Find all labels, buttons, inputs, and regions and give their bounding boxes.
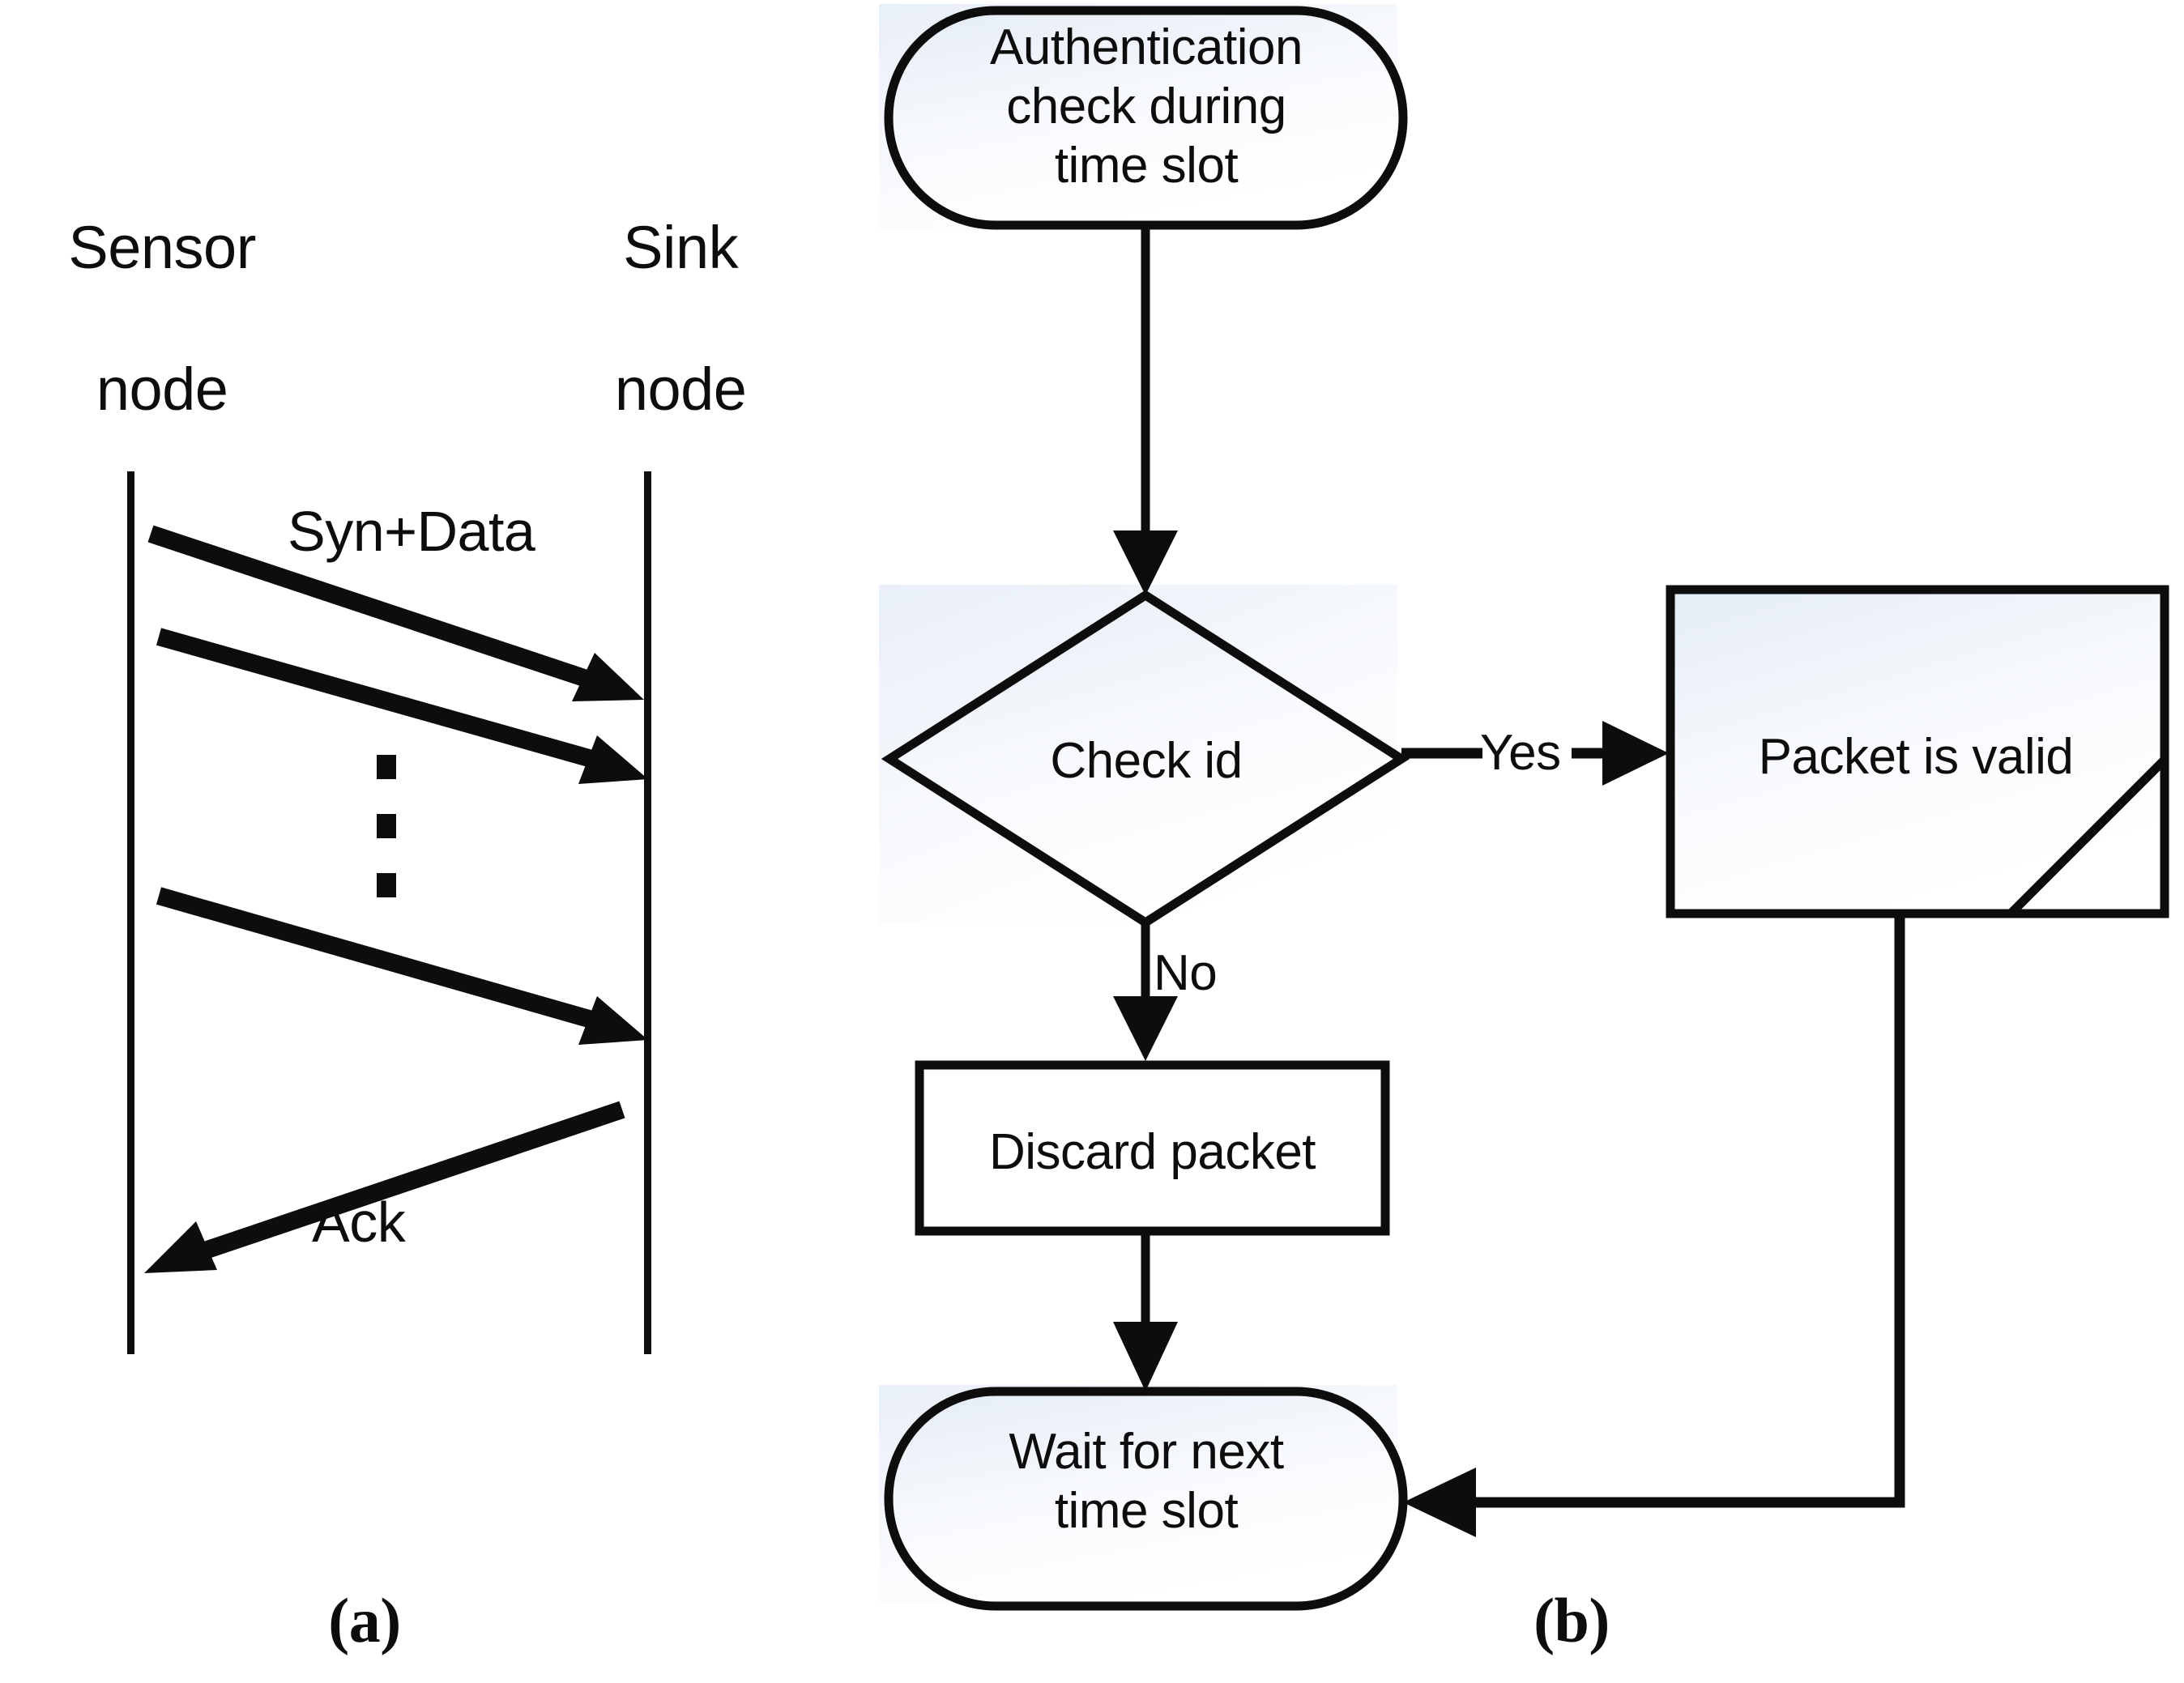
flow-node-start-label: Authentication check during time slot — [990, 19, 1303, 194]
flow-edge-decision-to-discard — [1113, 922, 1178, 1061]
flow-node-discard-label: Discard packet — [988, 1124, 1316, 1180]
panel-b-caption: (b) — [1533, 1585, 1610, 1655]
actor-label-sensor: Sensor node — [0, 142, 259, 496]
continuation-dot-2 — [377, 814, 396, 838]
actor-sink-line2: node — [614, 355, 747, 423]
flow-node-decision-label: Check id — [1050, 733, 1243, 789]
flow-node-packet-valid-label: Packet is valid — [1758, 729, 2074, 785]
flow-edge-discard-to-wait — [1113, 1231, 1178, 1391]
panel-a-caption: (a) — [328, 1585, 401, 1655]
message-label-syn-data: Syn+Data — [288, 500, 535, 563]
flow-edge-valid-to-wait — [1403, 914, 1905, 1537]
actor-sensor-line1: Sensor — [68, 214, 256, 282]
lifeline-sink — [644, 471, 651, 1354]
flow-node-wait[interactable] — [884, 1387, 1408, 1611]
message-arrow-syn-data-n — [156, 887, 648, 1045]
message-arrow-syn-data-2 — [156, 628, 648, 784]
continuation-dot-1 — [377, 755, 396, 779]
flow-node-packet-valid-cut — [1666, 585, 2169, 918]
actor-label-sink: Sink node — [527, 142, 770, 496]
flow-node-discard[interactable] — [915, 1060, 1390, 1236]
lifeline-sensor — [127, 471, 134, 1354]
message-arrow-syn-data-1 — [147, 525, 644, 701]
flow-edge-label-yes: Yes — [1480, 725, 1561, 781]
actor-sensor-line2: node — [96, 355, 228, 423]
flow-node-wait-label: Wait for next time slot — [1009, 1424, 1284, 1540]
actor-sink-line1: Sink — [623, 214, 739, 282]
message-label-ack: Ack — [312, 1191, 406, 1254]
flow-edge-label-no: No — [1154, 945, 1218, 1001]
flow-edge-decision-to-valid — [1401, 721, 1669, 786]
flow-edge-start-to-decision — [1113, 225, 1178, 595]
continuation-dot-3 — [377, 873, 396, 897]
message-arrow-ack — [144, 1101, 625, 1273]
